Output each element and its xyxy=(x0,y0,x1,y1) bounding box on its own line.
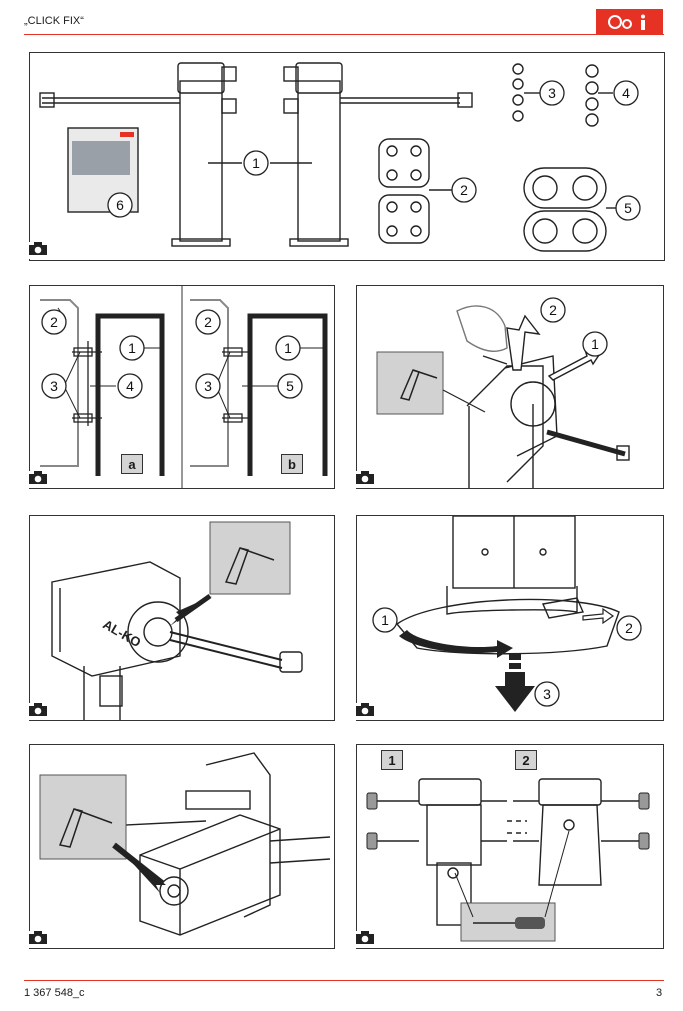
figure-2b-callout-3: 3 xyxy=(204,378,212,394)
figure-1-callout-2: 2 xyxy=(460,182,468,198)
figure-1-label: 1 xyxy=(29,242,47,259)
camera-icon xyxy=(29,931,47,944)
figure-2-sublabel-b: b xyxy=(281,454,303,474)
info-icon xyxy=(607,14,645,30)
camera-icon xyxy=(356,931,374,944)
figure-1-callout-5: 5 xyxy=(624,200,632,216)
figure-2a-callout-2: 2 xyxy=(50,314,58,330)
figure-3-callout-2: 2 xyxy=(549,302,557,318)
figure-2-sublabel-a: a xyxy=(121,454,143,474)
figure-5-label: 5 xyxy=(356,703,374,720)
figure-4-drawing: AL-KO xyxy=(51,521,303,720)
figure-6-drawing xyxy=(39,752,331,936)
figure-5-callout-1: 1 xyxy=(381,612,389,628)
camera-icon xyxy=(29,703,47,716)
figure-1-panel: 1 2 3 4 5 6 1 xyxy=(29,52,665,261)
figure-1-callout-1: 1 xyxy=(252,155,260,171)
figure-2-drawing: 2 1 3 4 2 1 3 5 xyxy=(40,286,328,488)
figure-1-callout-6: 6 xyxy=(116,197,124,213)
camera-icon xyxy=(29,471,47,484)
figure-1-drawing: 1 2 3 4 5 6 xyxy=(39,62,641,252)
alko-logo: AL-KO xyxy=(100,617,143,651)
figure-7-sublabel-2: 2 xyxy=(515,750,537,770)
document-title: „CLICK FIX“ xyxy=(24,15,84,27)
doc-number: 1 367 548_c xyxy=(24,987,85,999)
figure-2-label: 2 xyxy=(29,471,47,488)
camera-icon xyxy=(29,242,47,255)
figure-2a-callout-3: 3 xyxy=(50,378,58,394)
camera-icon xyxy=(356,703,374,716)
figure-5-callout-3: 3 xyxy=(543,686,551,702)
figure-7-drawing xyxy=(366,778,650,942)
figure-2a-callout-4: 4 xyxy=(126,378,134,394)
figure-1-callouts xyxy=(107,80,641,221)
figure-1-callout-4: 4 xyxy=(622,85,630,101)
figure-3-panel: 2 1 3 xyxy=(356,285,664,489)
camera-icon xyxy=(356,471,374,484)
figure-7-panel: 1 2 7 xyxy=(356,744,664,949)
figure-4-panel: AL-KO 4 xyxy=(29,515,335,721)
figure-7-label: 7 xyxy=(356,931,374,948)
figure-6-label: 6 xyxy=(29,931,47,948)
figure-2a-callout-1: 1 xyxy=(128,340,136,356)
figure-5-callout-2: 2 xyxy=(625,620,633,636)
figure-5-panel: 1 2 3 5 xyxy=(356,515,664,721)
header-badge xyxy=(596,9,663,34)
figure-5-drawing: 1 2 3 xyxy=(372,516,642,712)
figure-3-label: 3 xyxy=(356,471,374,488)
figure-3-drawing: 2 1 xyxy=(376,297,630,488)
figure-3-callout-1: 1 xyxy=(591,336,599,352)
footer-rule xyxy=(24,980,664,981)
figure-6-panel: 6 xyxy=(29,744,335,949)
figure-1-callout-3: 3 xyxy=(548,85,556,101)
figure-2-panel: 2 1 3 4 2 1 3 5 a b 2 xyxy=(29,285,335,489)
figure-7-sublabel-1: 1 xyxy=(381,750,403,770)
header-rule xyxy=(24,34,664,35)
figure-4-label: 4 xyxy=(29,703,47,720)
figure-2b-callout-2: 2 xyxy=(204,314,212,330)
figure-2b-callout-5: 5 xyxy=(286,378,294,394)
page-number: 3 xyxy=(656,987,663,999)
figure-2b-callout-1: 1 xyxy=(284,340,292,356)
